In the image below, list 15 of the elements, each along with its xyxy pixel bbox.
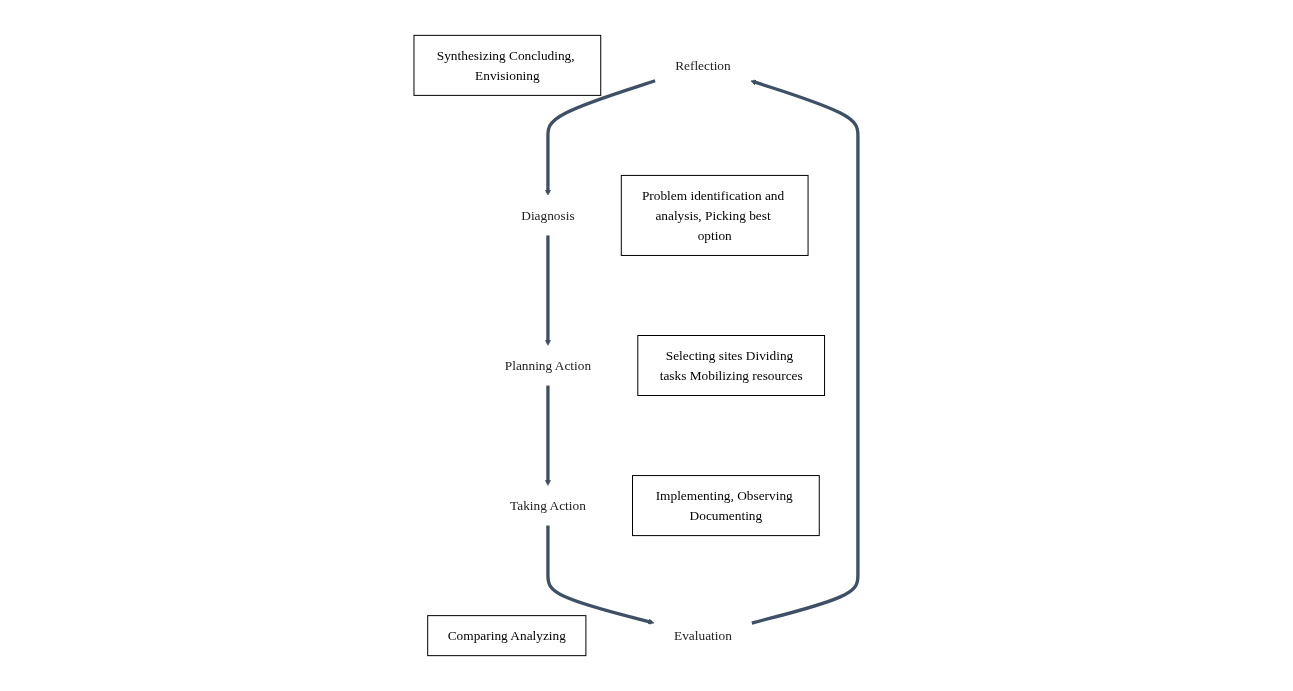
node-box: Comparing Analyzing: [427, 615, 587, 657]
node-text: Evaluation: [674, 628, 732, 643]
node-box: Selecting sites Dividing tasks Mobilizing resources: [637, 335, 826, 396]
node-text: Taking Action: [510, 498, 586, 513]
arrow: [545, 235, 551, 346]
node-text: Planning Action: [504, 358, 592, 373]
arrow: [750, 79, 860, 625]
arrow: [545, 79, 656, 196]
node-box: Synthesizing Concluding, Envisioning: [413, 34, 602, 96]
arrow: [546, 525, 655, 625]
arrow: [545, 385, 551, 486]
node-text: Reflection: [675, 58, 731, 73]
node-text: Diagnosis: [521, 208, 575, 223]
node-box: Problem identification and analysis, Picking best option: [620, 174, 809, 256]
node-box: Implementing, Observing Documenting: [632, 475, 820, 537]
